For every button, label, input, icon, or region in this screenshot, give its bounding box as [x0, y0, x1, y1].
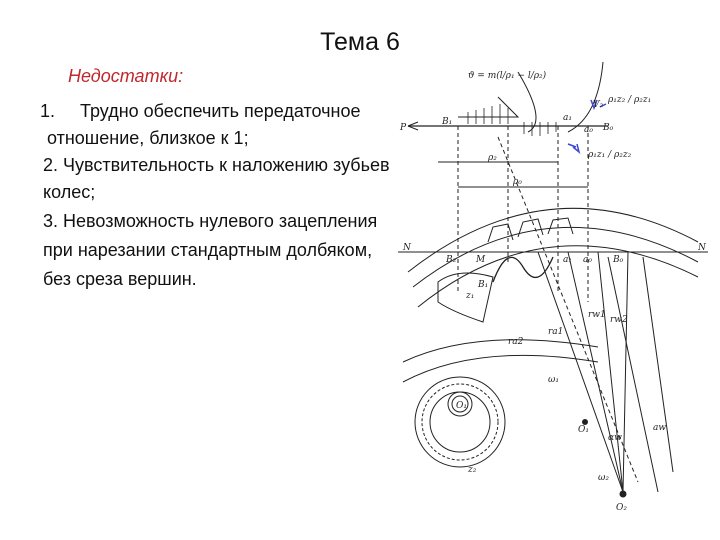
label-a1: a₁ [563, 255, 572, 265]
label-a0: a₀ [583, 255, 592, 265]
slide-title: Тема 6 [320, 28, 400, 56]
label-a0-top: a₀ [584, 125, 593, 135]
formula-label: ϑ = m(l/ρ₁ − l/ρ₂) [468, 70, 547, 81]
label-o1-small: O₁ [456, 401, 467, 411]
label-b0: B₀ [612, 255, 624, 265]
text-column: Тема 6 [320, 28, 400, 56]
label-v2: V₂ [593, 100, 603, 110]
label-b0-top: B₀ [602, 123, 614, 133]
label-rho2: ρ₂ [487, 153, 497, 163]
gear-diagram: ϑ = m(l/ρ₁ − l/ρ₂) P B₁ a₁ a₀ B₀ ρ₁z₂ / … [398, 62, 708, 513]
label-m: M [475, 255, 486, 265]
label-b1-top: B₁ [441, 117, 452, 127]
label-o2: O₂ [616, 503, 627, 513]
label-a1-top: a₁ [563, 113, 572, 123]
label-n-right: N [697, 243, 707, 253]
label-alpha-w: αw [608, 433, 622, 443]
body-line-6: при нарезании стандартным долбяком, [43, 240, 373, 260]
label-n-left: N [402, 243, 412, 253]
subtitle-disadvantages: Недостатки: [68, 66, 184, 86]
label-omega1: ω₁ [548, 375, 559, 385]
label-p: P [399, 123, 407, 133]
label-ra1: ra1 [548, 327, 563, 337]
label-z2: z₂ [467, 465, 477, 475]
gear-meshing-drawing: ϑ = m(l/ρ₁ − l/ρ₂) P B₁ a₁ a₀ B₀ ρ₁z₂ / … [398, 62, 713, 517]
label-rw2: rw2 [610, 315, 628, 325]
label-ratio-1: ρ₁z₂ / ρ₂z₁ [607, 95, 651, 105]
label-omega2: ω₂ [598, 473, 609, 483]
label-b1: B₁ [477, 280, 488, 290]
body-line-4: колес; [43, 182, 96, 202]
body-line-2: отношение, близкое к 1; [47, 128, 249, 148]
body-line-7: без среза вершин. [43, 269, 197, 289]
label-rho0: ρ₀ [512, 177, 522, 187]
body-line-3: 2. Чувствительность к наложению зубьев [43, 155, 390, 175]
body-line-1: Трудно обеспечить передаточное [80, 101, 361, 121]
body-line-5: 3. Невозможность нулевого зацепления [43, 211, 378, 231]
label-o1: O₁ [578, 425, 589, 435]
label-rw1: rw1 [588, 310, 606, 320]
label-aw: aw [653, 423, 666, 433]
label-z1: z₁ [465, 291, 474, 301]
body-text: 1. Трудно обеспечить передаточное отноше… [40, 101, 390, 289]
label-ratio-2: ρ₁z₁ / ρ₂z₂ [587, 150, 632, 160]
item-number: 1. [40, 101, 56, 121]
label-ra2: ra2 [508, 337, 524, 347]
label-b2: B₂ [445, 255, 457, 265]
